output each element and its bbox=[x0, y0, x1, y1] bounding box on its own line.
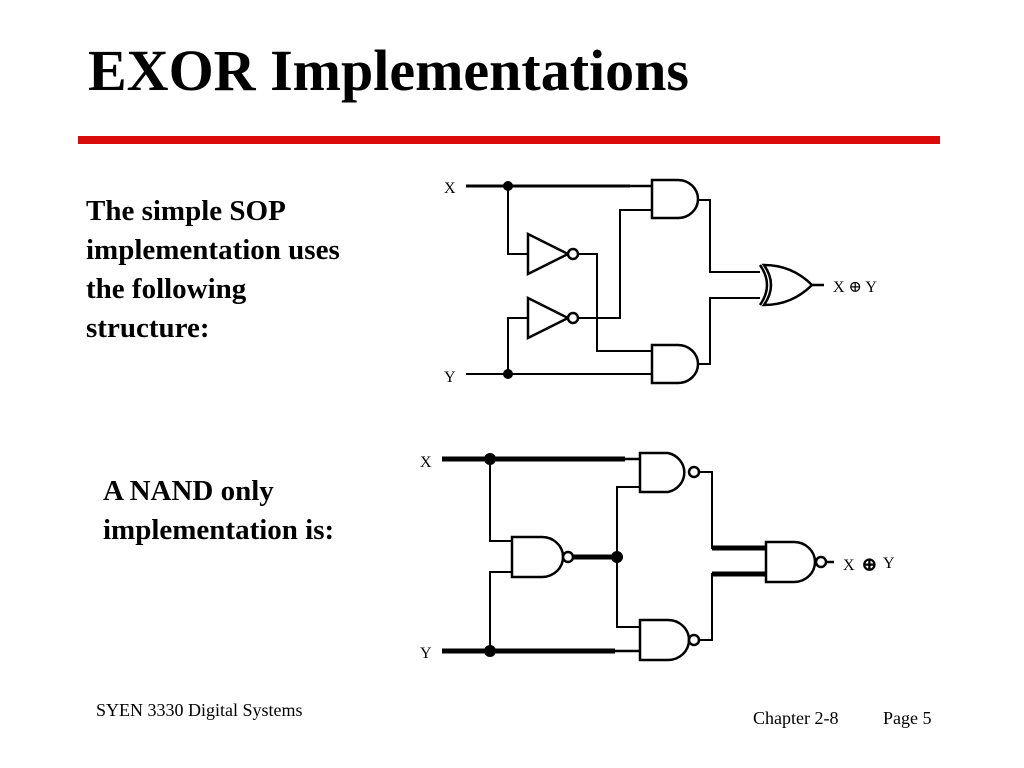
nand-description: A NAND only implementation is: bbox=[103, 472, 334, 550]
title-underline bbox=[78, 136, 940, 144]
sop-input-x-label: X bbox=[444, 180, 456, 197]
nand-text-line: implementation is: bbox=[103, 514, 335, 546]
nand-gate-4 bbox=[764, 540, 834, 584]
nand-y-branch-wire bbox=[489, 571, 512, 651]
sop-and-gate-top bbox=[630, 178, 700, 220]
nand-gate-1 bbox=[510, 535, 575, 579]
sop-input-y-label: Y bbox=[444, 369, 456, 386]
nand-circuit bbox=[442, 451, 834, 662]
sop-inverter-y bbox=[526, 295, 580, 341]
footer-course: SYEN 3330 Digital Systems bbox=[96, 700, 303, 720]
footer-page-number: Page 5 bbox=[883, 708, 932, 728]
sop-and-top-output-wire bbox=[698, 199, 760, 273]
sop-y-branch-wire bbox=[507, 317, 528, 374]
nand-gate-2-output-wire bbox=[699, 471, 765, 549]
sop-text-line: structure: bbox=[86, 312, 210, 344]
nand-mid-up-wire bbox=[616, 486, 640, 557]
sop-xnot-wire bbox=[578, 253, 652, 352]
nand-text-line: A NAND only bbox=[103, 475, 274, 507]
sop-circuit bbox=[466, 178, 824, 385]
sop-ynot-wire bbox=[578, 209, 652, 319]
sop-text-line: the following bbox=[86, 273, 247, 305]
footer-chapter: Chapter 2-8 bbox=[753, 708, 839, 728]
sop-and-bottom-output-wire bbox=[698, 297, 760, 365]
sop-x-branch-wire bbox=[507, 186, 528, 255]
sop-inverter-x bbox=[526, 231, 580, 277]
nand-output-x-label: X bbox=[843, 557, 855, 574]
slide-title: EXOR Implementations bbox=[88, 38, 689, 103]
nand-input-x-label: X bbox=[420, 454, 432, 471]
nand-input-y-label: Y bbox=[420, 645, 432, 662]
nand-gate-3-output-wire bbox=[699, 573, 765, 641]
sop-description: The simple SOP implementation uses the f… bbox=[86, 192, 340, 348]
sop-and-gate-bottom bbox=[650, 343, 700, 385]
nand-output-y-label: Y bbox=[883, 555, 895, 572]
nand-output-op-label: ⊕ bbox=[861, 554, 878, 576]
sop-output-label: X ⊕ Y bbox=[833, 279, 877, 296]
sop-or-gate bbox=[758, 263, 824, 307]
sop-text-line: implementation uses bbox=[86, 234, 340, 266]
nand-x-branch-wire bbox=[489, 459, 512, 542]
sop-text-line: The simple SOP bbox=[86, 195, 286, 227]
nand-mid-down-wire bbox=[616, 557, 640, 628]
